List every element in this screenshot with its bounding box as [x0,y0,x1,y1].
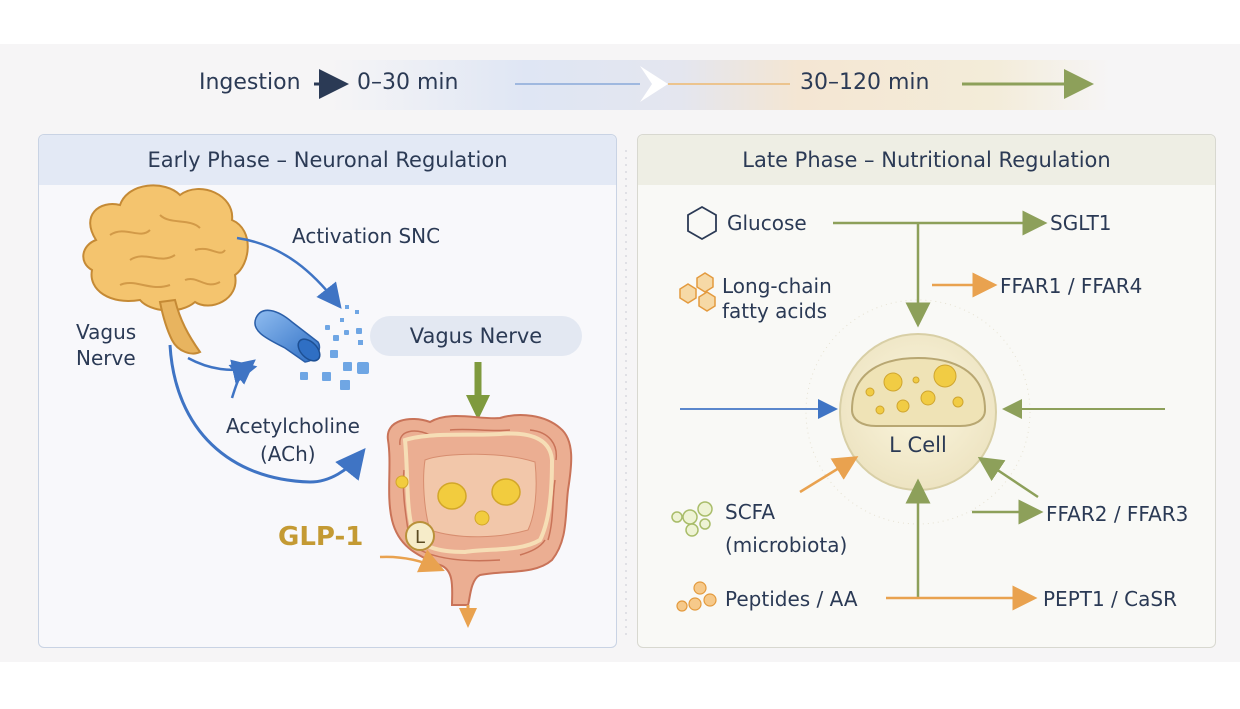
sglt1-label: SGLT1 [1050,211,1112,235]
l-cell-granules [865,364,964,415]
long-chain-label: Long-chain [722,274,832,298]
early-phase-title: Early Phase – Neuronal Regulation [39,135,616,185]
brain-icon [82,184,249,355]
scfa-label: SCFA [725,500,776,524]
glp1-label: GLP-1 [278,522,364,552]
scfa-arrow-icon [799,456,859,494]
glucose-hexagon-icon [687,205,717,241]
l-badge-text: L [415,527,425,548]
ach-abbrev-label: (ACh) [260,442,316,466]
glucose-label: Glucose [727,211,807,235]
phase-chevron-icon [640,66,668,102]
microbiota-label: (microbiota) [725,533,848,557]
late-phase-title: Late Phase – Nutritional Regulation [638,135,1215,185]
activation-snc-label: Activation SNC [292,224,441,248]
vagus-nerve-pill: Vagus Nerve [370,316,582,356]
activation-arrow-icon [236,236,342,309]
vagus-to-receptor-arrow-icon [187,356,258,384]
peptides-label: Peptides / AA [725,587,858,611]
ffar23-to-cell-arrow-icon [977,456,1039,499]
pept1-label: PEPT1 / CaSR [1043,587,1177,611]
receptor-icon [254,309,321,363]
glp1-release-arrow-icon [379,549,445,573]
gut-exit-arrow-icon [459,608,477,628]
timeline-late-range: 30–120 min [800,70,930,95]
vagus-nerve-label-line2: Nerve [76,346,136,370]
timeline-ingestion: Ingestion [199,70,301,95]
fatty-acids-label: fatty acids [722,299,828,323]
pill-down-arrowhead-icon [466,395,490,420]
peptides-icon [676,581,717,612]
fatty-acids-icon [679,272,716,312]
vagus-nerve-label-line1: Vagus [76,320,137,344]
ffar23-label: FFAR2 / FFAR3 [1046,502,1189,526]
ach-arrow-icon [228,359,256,399]
timeline-early-range: 0–30 min [357,70,459,95]
l-cell-label: L Cell [889,433,947,457]
intestine-icon [386,414,573,606]
acetylcholine-label: Acetylcholine [226,414,360,438]
vagus-to-gut-arrow-icon [168,344,366,484]
scfa-icon [671,501,713,537]
ach-particles-icon [300,305,369,390]
ffar14-label: FFAR1 / FFAR4 [1000,274,1143,298]
